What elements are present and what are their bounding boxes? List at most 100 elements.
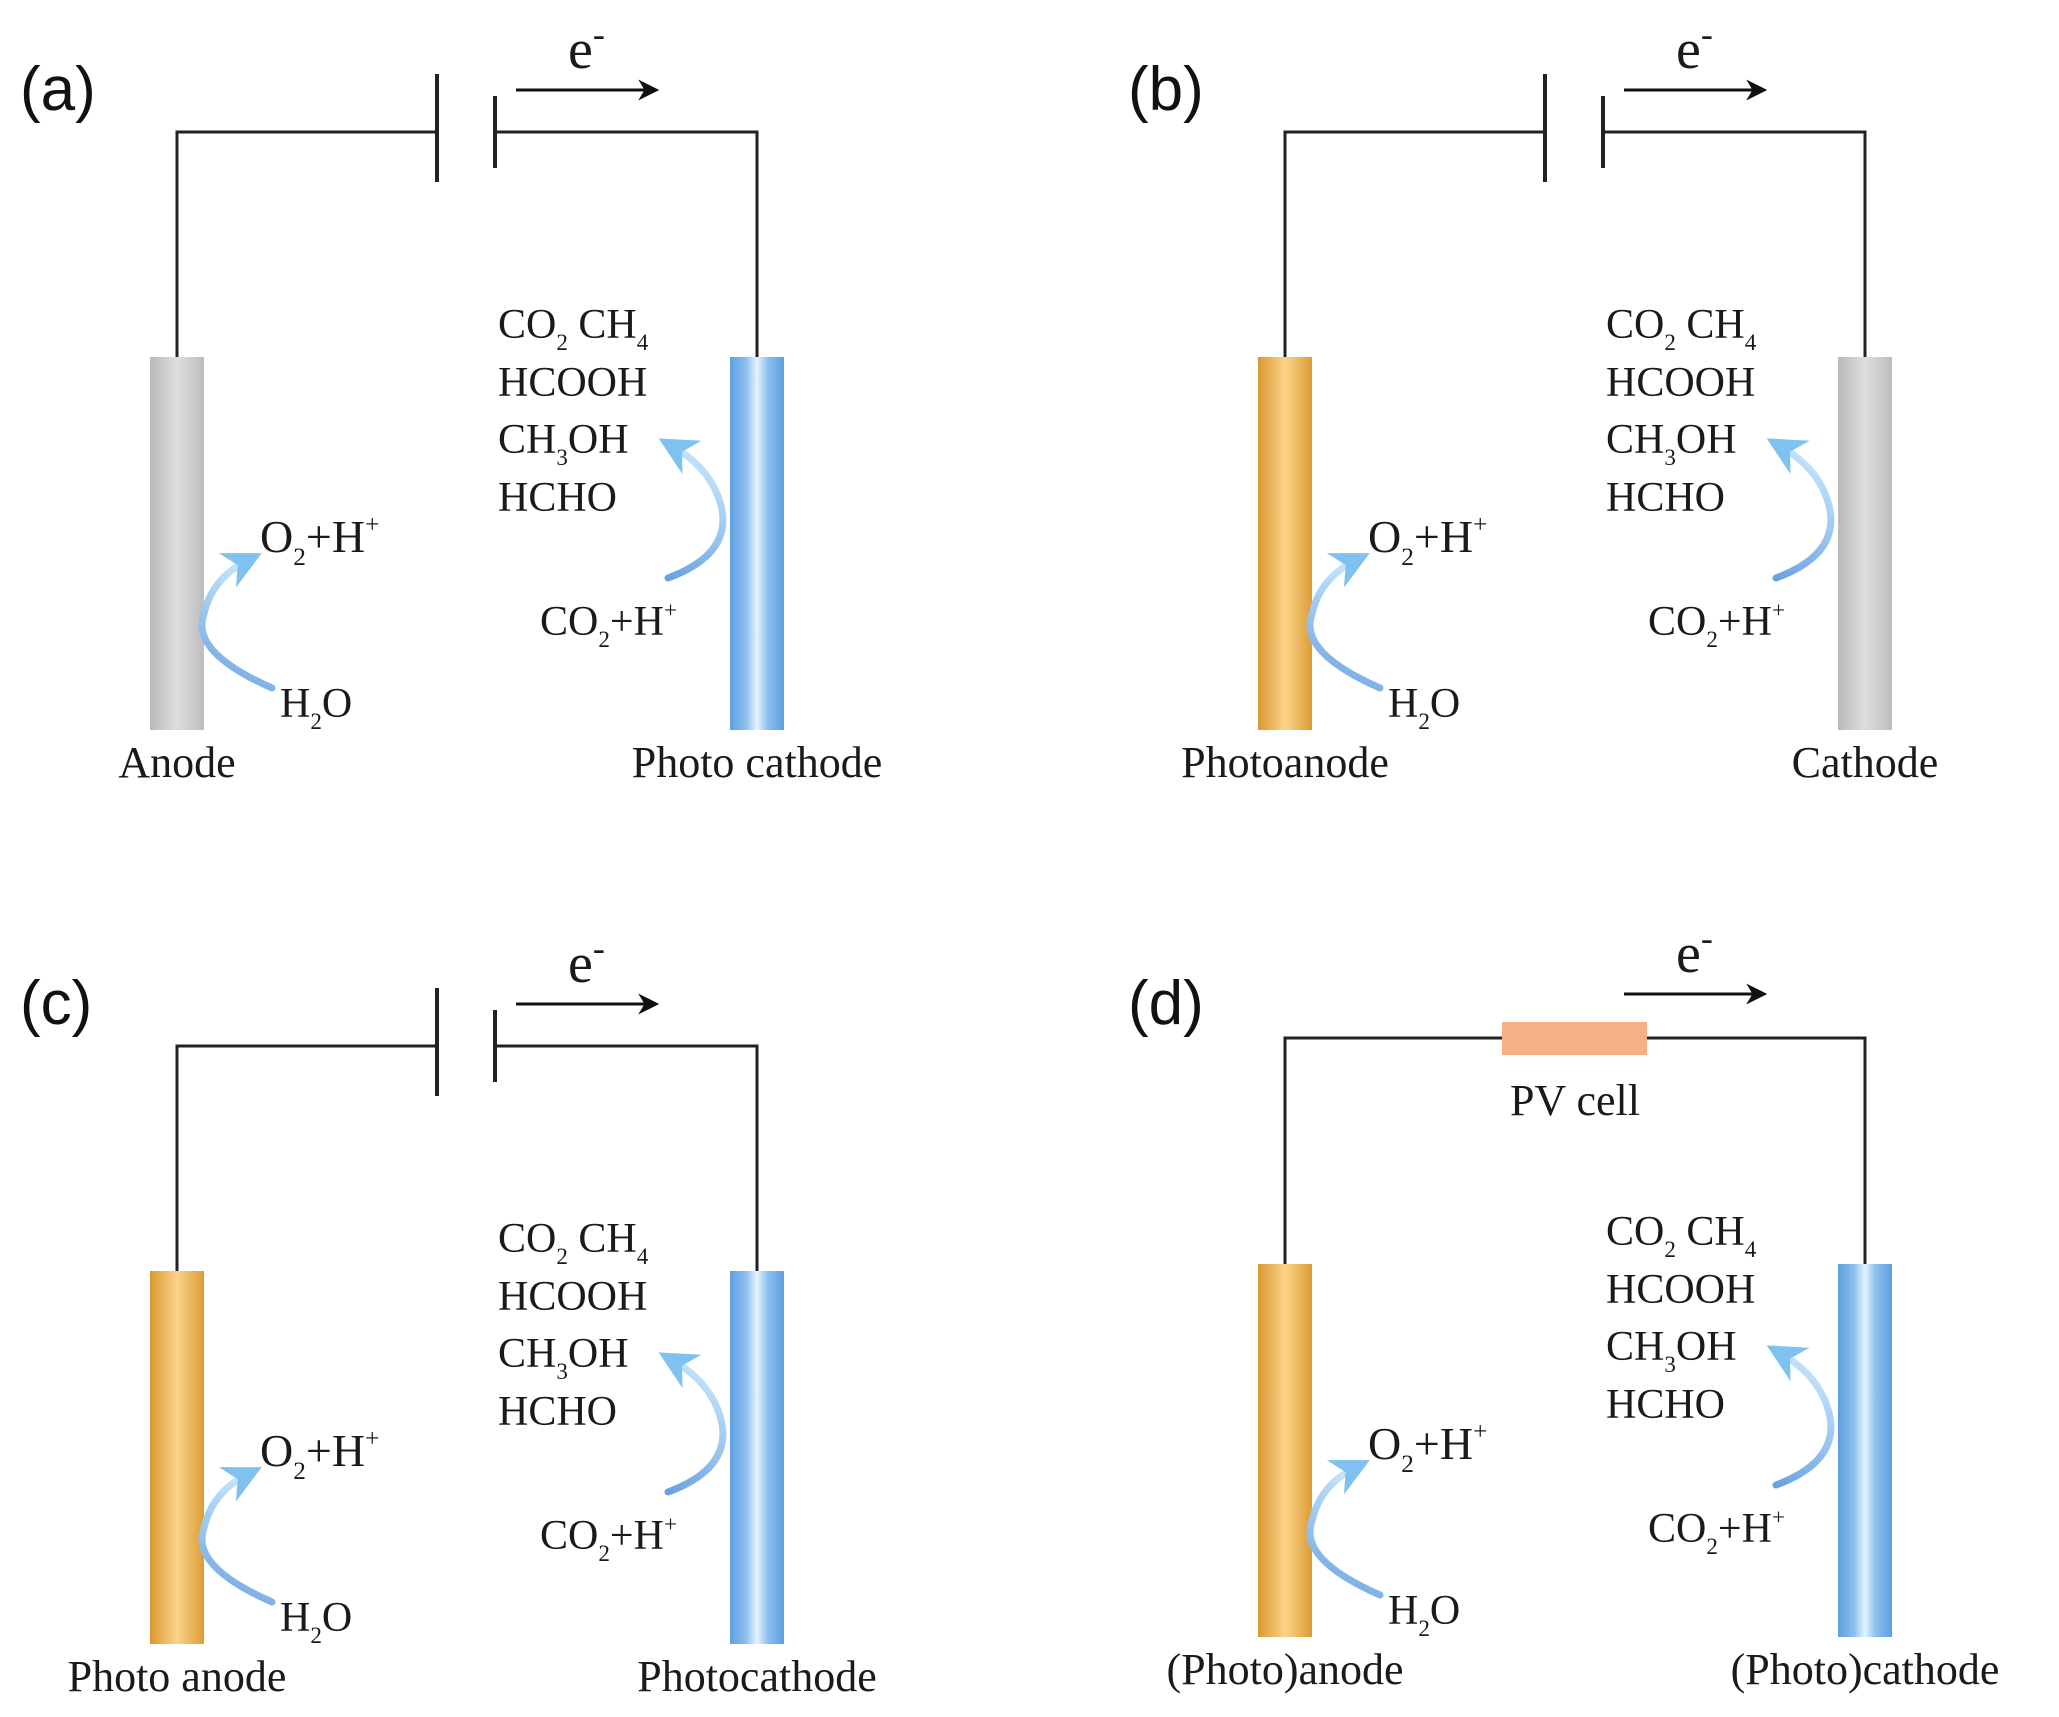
reduction-product-line3-part: 3 — [556, 444, 568, 470]
panel-label: (b) — [1128, 55, 1204, 124]
oxidation-product-part: + — [365, 1425, 379, 1453]
oxidation-reactant-part: O — [1430, 1588, 1460, 1634]
electron-symbol: e- — [568, 928, 605, 995]
reduction-reactant: CO2+H+ — [540, 1510, 677, 1565]
reduction-product-line3-part: 3 — [556, 1358, 568, 1384]
oxidation-product: O2+H+ — [1368, 1418, 1487, 1478]
oxidation-product-part: O — [260, 511, 293, 562]
oxidation-reactant-part: H — [280, 681, 310, 727]
oxidation-reactant-part: O — [1430, 681, 1460, 727]
oxidation-product-part: O — [260, 1425, 293, 1476]
reduction-product-line3: CH3OH — [498, 1331, 629, 1384]
reduction-product-line2: HCOOH — [1606, 360, 1755, 406]
wire-right — [1603, 130, 1867, 357]
oxidation-product-part: + — [1473, 511, 1487, 539]
reduction-product-line3: CH3OH — [498, 417, 629, 470]
reduction-product-line1: CO2 CH4 — [1606, 302, 1757, 355]
electrode-right — [1838, 357, 1892, 730]
reduction-product-line1-part: CO — [1606, 302, 1664, 348]
oxidation-reactant-part: 2 — [1418, 708, 1430, 734]
oxidation-reactant: H2O — [1388, 1588, 1460, 1641]
wire-right — [495, 1044, 759, 1271]
electrode-left — [1258, 1264, 1312, 1637]
reduction-reactant-part: +H — [610, 1513, 664, 1559]
oxidation-product-part: +H — [1414, 1418, 1473, 1469]
left-electrode-label: (Photo)anode — [1166, 1645, 1403, 1694]
reduction-product-line3-part: OH — [1676, 1324, 1737, 1370]
reduction-product-line1-part: 4 — [1745, 1236, 1757, 1262]
wire-right — [1647, 1036, 1867, 1264]
reduction-product-line3: CH3OH — [1606, 1324, 1737, 1377]
oxidation-product-part: O — [1368, 1418, 1401, 1469]
wire-right — [495, 130, 759, 357]
oxidation-reactant-part: H — [1388, 1588, 1418, 1634]
oxidation-product-part: + — [1473, 1418, 1487, 1446]
reduction-product-line4: HCHO — [498, 1389, 617, 1435]
electrode-right — [730, 1271, 784, 1644]
reduction-product-line4: HCHO — [1606, 475, 1725, 521]
right-electrode-label: Cathode — [1792, 738, 1939, 787]
reduction-product-line1-part: CH — [1676, 1209, 1745, 1255]
reduction-product-line1-part: CO — [498, 1216, 556, 1262]
oxidation-product: O2+H+ — [260, 511, 379, 571]
oxidation-reactant-part: O — [322, 1595, 352, 1641]
oxidation-arrow — [198, 553, 276, 692]
right-electrode-label: (Photo)cathode — [1731, 1645, 2000, 1694]
electron-letter: e — [1676, 19, 1701, 81]
reduction-product-line3-part: CH — [498, 417, 556, 463]
panel-label: (d) — [1128, 969, 1204, 1038]
pv-cell-label: PV cell — [1510, 1076, 1640, 1125]
reduction-reactant-part: 2 — [598, 1540, 610, 1566]
reduction-product-line2: HCOOH — [1606, 1267, 1755, 1313]
oxidation-reactant-part: 2 — [1418, 1615, 1430, 1641]
pv-cell — [1502, 1022, 1647, 1055]
electron-symbol: e- — [1676, 14, 1713, 81]
electron-charge: - — [1701, 918, 1713, 958]
electron-symbol: e- — [568, 14, 605, 81]
electron-letter: e — [568, 19, 593, 81]
oxidation-reactant-part: 2 — [310, 708, 322, 734]
electrode-left — [150, 1271, 204, 1644]
oxidation-arrow — [1306, 1460, 1384, 1599]
reduction-product-line4: HCHO — [498, 475, 617, 521]
reduction-product-line3-part: 3 — [1664, 1351, 1676, 1377]
reduction-reactant: CO2+H+ — [540, 596, 677, 651]
reduction-product-line2: HCOOH — [498, 1274, 647, 1320]
oxidation-reactant: H2O — [280, 681, 352, 734]
reduction-product-line1-part: 2 — [1664, 329, 1676, 355]
reduction-product-line2: HCOOH — [498, 360, 647, 406]
reduction-reactant-part: +H — [610, 599, 664, 645]
reduction-product-line1-part: CH — [568, 302, 637, 348]
left-electrode-label: Photoanode — [1181, 738, 1389, 787]
reduction-product-line3-part: OH — [568, 417, 629, 463]
reduction-reactant-part: + — [664, 596, 677, 622]
oxidation-product-part: 2 — [1401, 543, 1414, 571]
reduction-reactant-part: CO — [540, 599, 598, 645]
oxidation-arrow — [198, 1467, 276, 1606]
oxidation-arrow — [1306, 553, 1384, 692]
reduction-product-line1-part: 2 — [556, 1243, 568, 1269]
reduction-product-line3-part: OH — [1676, 417, 1737, 463]
wire-left — [175, 1044, 437, 1271]
reduction-reactant-part: CO — [1648, 599, 1706, 645]
electron-letter: e — [1676, 923, 1701, 985]
reduction-reactant-part: 2 — [1706, 626, 1718, 652]
reduction-product-line4: HCHO — [1606, 1382, 1725, 1428]
reduction-arrow — [658, 1352, 727, 1496]
electron-charge: - — [593, 928, 605, 968]
reduction-reactant-part: + — [1772, 1503, 1785, 1529]
panel-label: (a) — [20, 55, 96, 124]
reduction-reactant-part: + — [1772, 596, 1785, 622]
reduction-product-line1-part: CO — [498, 302, 556, 348]
wire-left — [1283, 130, 1545, 357]
reduction-product-line1-part: 2 — [556, 329, 568, 355]
left-electrode-label: Photo anode — [68, 1652, 287, 1701]
oxidation-product: O2+H+ — [260, 1425, 379, 1485]
electrode-right — [1838, 1264, 1892, 1637]
reduction-reactant: CO2+H+ — [1648, 596, 1785, 651]
reduction-reactant-part: CO — [540, 1513, 598, 1559]
oxidation-product-part: O — [1368, 511, 1401, 562]
